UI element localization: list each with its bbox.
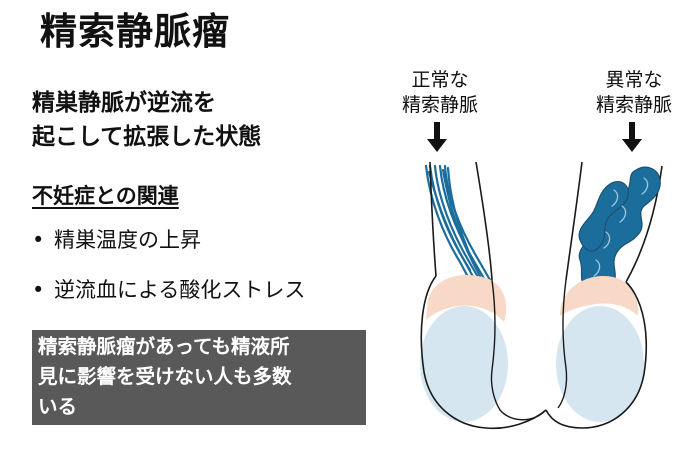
note-line-3: いる xyxy=(38,395,78,418)
note-box: 精索静脈瘤があっても精液所 見に影響を受けない人も多数 いる xyxy=(32,330,366,425)
bullet-item: • 逆流血による酸化ストレス xyxy=(32,274,305,306)
right-scrotum-outline xyxy=(545,281,648,429)
scrotal-septum xyxy=(557,279,568,409)
left-testis xyxy=(420,161,547,430)
definition-line-1: 精巣静脈が逆流を xyxy=(32,90,216,116)
abnormal-vein-label-line-2: 精索静脈 xyxy=(595,94,672,116)
scrotum-diagram xyxy=(420,122,663,430)
left-testis-body xyxy=(420,306,508,422)
bullet-text: 精巣温度の上昇 xyxy=(54,228,201,252)
bullet-item: • 精巣温度の上昇 xyxy=(32,224,201,256)
right-spermatic-cord-outline xyxy=(565,161,583,281)
right-testis xyxy=(545,161,663,429)
normal-vein-label-line-2: 精索静脈 xyxy=(401,94,478,116)
note-line-2: 見に影響を受けない人も多数 xyxy=(38,365,292,388)
left-spermatic-cord-outline xyxy=(429,161,437,277)
page-title: 精索静脈瘤 xyxy=(40,10,230,53)
bullet-text: 逆流血による酸化ストレス xyxy=(54,278,306,302)
normal-spermatic-vein xyxy=(424,164,492,290)
abnormal-vein-highlights xyxy=(593,177,649,277)
infertility-heading: 不妊症との関連 xyxy=(32,184,179,208)
left-scrotum-outline xyxy=(420,275,547,430)
definition-line-2: 起こして拡張した状態 xyxy=(32,124,262,150)
bullet-marker: • xyxy=(32,278,45,302)
normal-vein-label-line-1: 正常な xyxy=(411,69,469,91)
left-spermatic-cord-outline xyxy=(475,161,493,281)
arrow-down-icon xyxy=(427,122,447,152)
right-epididymis xyxy=(560,276,639,316)
right-testis-body xyxy=(556,306,644,422)
left-epididymis xyxy=(426,274,507,322)
arrow-down-icon xyxy=(622,122,642,152)
bullet-marker: • xyxy=(32,228,45,252)
abnormal-vein-label-line-1: 異常な xyxy=(605,69,663,91)
note-line-1: 精索静脈瘤があっても精液所 xyxy=(38,335,290,358)
scrotal-septum xyxy=(490,279,547,421)
